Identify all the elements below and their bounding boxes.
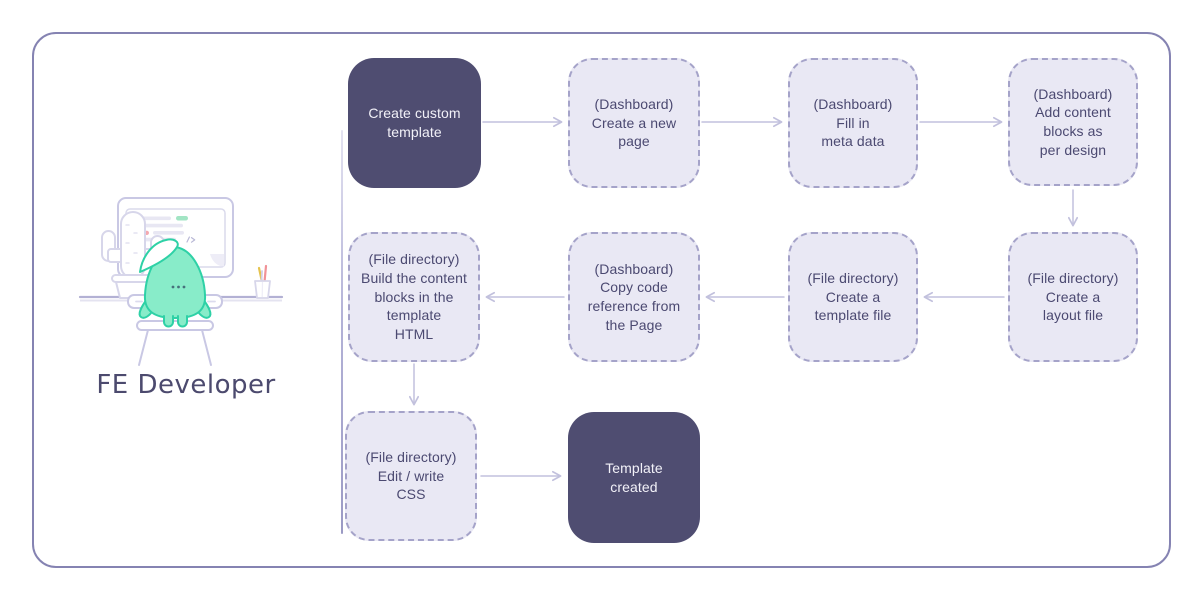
flow-node-template-created: Template created xyxy=(568,412,700,543)
flow-node-fill-meta-data: (Dashboard) Fill in meta data xyxy=(788,58,918,188)
flow-node-edit-write-css: (File directory) Edit / write CSS xyxy=(345,411,477,541)
pencil-cup-icon xyxy=(254,264,271,299)
stool-icon xyxy=(136,320,214,366)
leaf-icon xyxy=(139,238,179,273)
flow-node-copy-code-reference: (Dashboard) Copy code reference from the… xyxy=(568,232,700,362)
flow-node-create-layout-file: (File directory) Create a layout file xyxy=(1008,232,1138,362)
page-curl xyxy=(210,254,224,267)
flow-node-create-template-file: (File directory) Create a template file xyxy=(788,232,918,362)
mascot-icon xyxy=(138,238,212,328)
mascot-face xyxy=(171,285,186,289)
flow-node-add-content-blocks: (Dashboard) Add content blocks as per de… xyxy=(1008,58,1138,186)
illustration-label: FE Developer xyxy=(96,370,276,400)
flow-node-create-new-page: (Dashboard) Create a new page xyxy=(568,58,700,188)
fe-developer-illustration xyxy=(78,197,284,366)
flow-node-build-content-blocks: (File directory) Build the content block… xyxy=(348,232,480,362)
section-divider xyxy=(341,130,343,534)
flow-node-create-custom-template: Create custom template xyxy=(348,58,481,188)
